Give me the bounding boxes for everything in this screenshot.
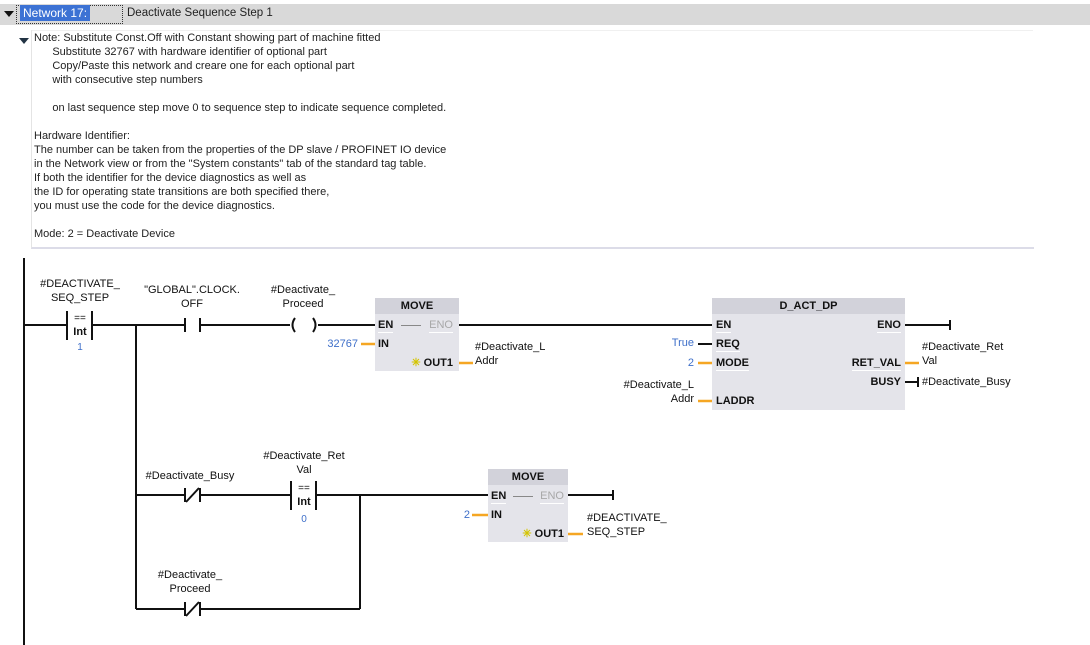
move1-eno-pin[interactable]: ENO — [429, 319, 453, 333]
network-header[interactable]: Network 17: Deactivate Sequence Step 1 — [0, 4, 1090, 25]
dactdp-laddr-pin[interactable]: LADDR — [716, 395, 755, 407]
dactdp-en-pin[interactable]: EN — [716, 319, 732, 333]
add-output-star-icon[interactable]: ✳ — [522, 528, 532, 540]
normally-closed-contact-proceed[interactable] — [183, 600, 203, 618]
move1-in-value[interactable]: 32767 — [327, 338, 358, 350]
collapse-comment-icon[interactable] — [19, 38, 29, 44]
dactdp-retval-operand[interactable]: #Deactivate_Ret Val — [922, 341, 1004, 367]
dactdp-busy-pin[interactable]: BUSY — [870, 376, 901, 388]
compare1-type[interactable]: Int — [73, 326, 87, 338]
comment-line: the ID for operating state transitions a… — [34, 186, 330, 198]
comment-line: If both the identifier for the device di… — [34, 172, 307, 184]
compare1-operand[interactable]: #DEACTIVATE_ SEQ_STEP — [40, 278, 120, 304]
contact-clock-operand[interactable]: "GLOBAL".CLOCK. OFF — [144, 284, 240, 310]
normally-closed-contact-busy[interactable] — [183, 486, 203, 504]
dactdp-req-pin[interactable]: REQ — [716, 338, 740, 352]
comment-line: Mode: 2 = Deactivate Device — [34, 228, 175, 240]
compare2-value[interactable]: 0 — [301, 514, 307, 525]
compare2-operand[interactable]: #Deactivate_Ret Val — [263, 450, 345, 476]
move2-title: MOVE — [488, 469, 568, 485]
normally-open-contact[interactable] — [183, 316, 203, 334]
contact-proceed-operand[interactable]: #Deactivate_ Proceed — [157, 569, 223, 595]
dactdp-eno-pin[interactable]: ENO — [877, 319, 901, 333]
comment-line: on last sequence step move 0 to sequence… — [34, 102, 447, 114]
network-comment[interactable] — [31, 30, 1034, 249]
move-block-2[interactable]: MOVE EN ENO IN ✳ OUT1 — [488, 469, 568, 542]
comment-line: The number can be taken from the propert… — [34, 144, 447, 156]
comment-line: you must use the code for the device dia… — [34, 200, 275, 212]
comment-line: Hardware Identifier: — [34, 130, 130, 142]
move1-en-pin[interactable]: EN — [378, 319, 394, 333]
output-coil[interactable] — [289, 316, 319, 334]
move1-title: MOVE — [375, 298, 459, 314]
comment-top-border — [31, 30, 1033, 31]
move2-out-operand[interactable]: #DEACTIVATE_ SEQ_STEP — [587, 512, 667, 538]
move1-en-eno-line — [401, 325, 421, 326]
dactdp-req-value[interactable]: True — [671, 337, 694, 349]
move-block-1[interactable]: MOVE EN ENO IN ✳ OUT1 — [375, 298, 459, 371]
coil-operand[interactable]: #Deactivate_ Proceed — [270, 284, 336, 310]
network-number[interactable]: Network 17: — [20, 5, 91, 21]
compare1-operator: == — [74, 313, 86, 324]
move1-out-pin[interactable]: ✳ OUT1 — [411, 357, 453, 369]
move2-en-eno-line — [513, 496, 533, 497]
move2-in-pin[interactable]: IN — [491, 509, 502, 521]
dactdp-retval-pin[interactable]: RET_VAL — [851, 357, 901, 371]
add-output-star-icon[interactable]: ✳ — [411, 357, 421, 369]
dactdp-laddr-operand[interactable]: #Deactivate_L Addr — [623, 379, 694, 405]
comment-line: Substitute 32767 with hardware identifie… — [34, 46, 327, 58]
comment-line: in the Network view or from the "System … — [34, 158, 427, 170]
move2-en-pin[interactable]: EN — [491, 490, 507, 504]
comment-line: Copy/Paste this network and creare one f… — [34, 60, 355, 72]
move2-in-value[interactable]: 2 — [463, 509, 470, 521]
compare1-value[interactable]: 1 — [77, 342, 83, 353]
contact-busy-operand[interactable]: #Deactivate_Busy — [145, 470, 235, 482]
move1-out-operand[interactable]: #Deactivate_L Addr — [475, 341, 546, 367]
compare2-operator: == — [298, 483, 310, 494]
dactdp-mode-value[interactable]: 2 — [687, 357, 694, 369]
dactdp-mode-pin[interactable]: MODE — [716, 357, 749, 371]
collapse-network-icon[interactable] — [4, 11, 14, 17]
network-title[interactable]: Deactivate Sequence Step 1 — [127, 7, 273, 19]
move2-out-pin[interactable]: ✳ OUT1 — [522, 528, 564, 540]
comment-line: Note: Substitute Const.Off with Constant… — [34, 32, 381, 44]
move2-eno-pin[interactable]: ENO — [540, 490, 564, 504]
dactdp-title: D_ACT_DP — [712, 298, 905, 314]
comment-line: with consecutive step numbers — [34, 74, 203, 86]
dactdp-busy-operand[interactable]: #Deactivate_Busy — [922, 376, 1011, 388]
d-act-dp-block[interactable]: D_ACT_DP EN REQ MODE LADDR ENO RET_VAL B… — [712, 298, 905, 410]
compare2-type[interactable]: Int — [297, 496, 311, 508]
move1-in-pin[interactable]: IN — [378, 338, 389, 350]
